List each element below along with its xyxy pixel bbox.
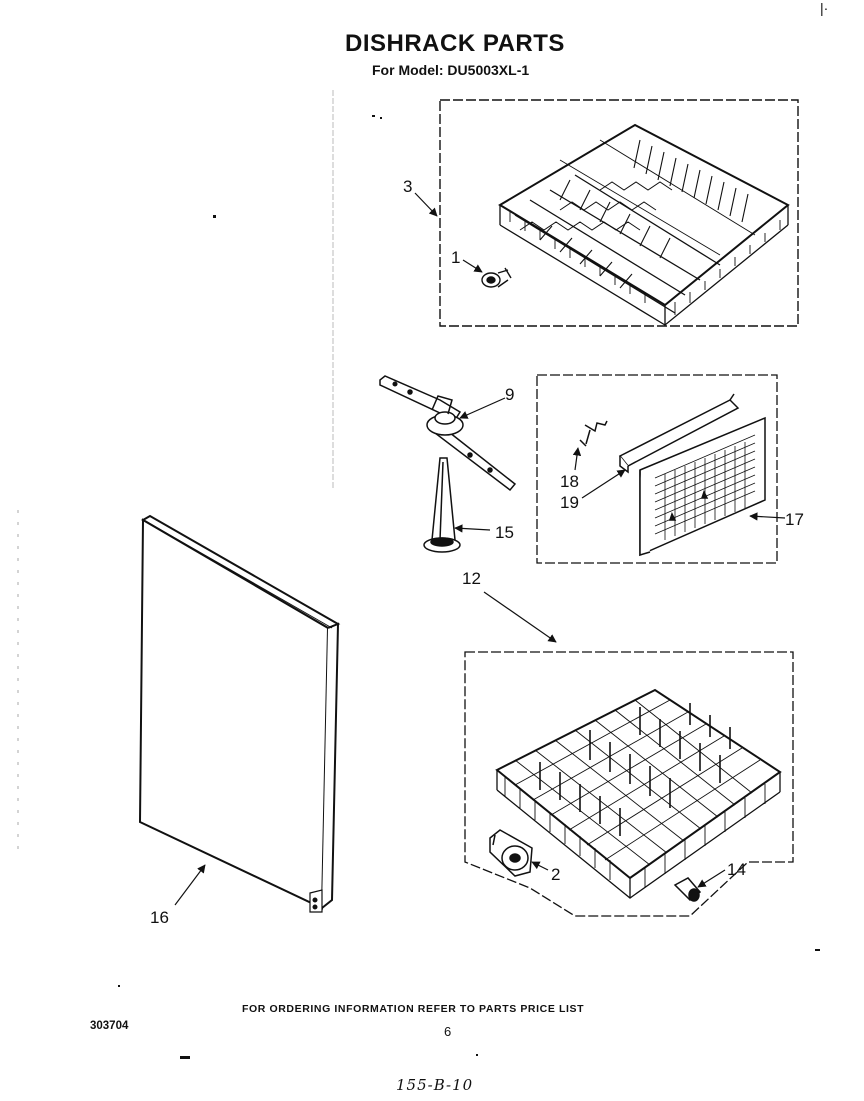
leader-12	[483, 591, 557, 643]
part-19-strip	[618, 393, 740, 474]
callout-1: 1	[451, 248, 460, 267]
leader-19	[581, 469, 626, 499]
spray-arm-illustration	[379, 375, 517, 492]
ordering-note: FOR ORDERING INFORMATION REFER TO PARTS …	[242, 1003, 585, 1015]
callout-19: 19	[560, 493, 579, 512]
part-1-roller	[481, 267, 512, 288]
model-subtitle: For Model: DU5003XL-1	[372, 62, 530, 78]
callout-14: 14	[727, 860, 746, 879]
corner-mark: |·	[820, 0, 829, 16]
leader-14	[697, 869, 726, 888]
spray-tube-illustration	[423, 457, 461, 553]
leader-2	[531, 861, 549, 871]
handwritten-note: 155-B-10	[396, 1076, 474, 1094]
callout-16: 16	[150, 908, 169, 927]
scan-specks	[118, 115, 820, 1059]
part-2-wheel	[489, 829, 533, 877]
upper-rack-box	[439, 99, 799, 327]
leader-16	[174, 864, 206, 906]
callout-2: 2	[551, 865, 560, 884]
upper-rack-illustration	[498, 123, 790, 326]
callout-18: 18	[560, 472, 579, 491]
lower-rack-box	[464, 651, 794, 917]
page-number: 6	[444, 1024, 452, 1039]
callout-17: 17	[785, 510, 804, 529]
door-panel-illustration	[138, 514, 341, 913]
leader-1	[462, 259, 483, 273]
leader-9	[459, 397, 506, 419]
leader-17	[749, 512, 786, 521]
part-17-filter	[639, 416, 766, 557]
callout-12: 12	[462, 569, 481, 588]
callout-15: 15	[495, 523, 514, 542]
callout-9: 9	[505, 385, 514, 404]
leader-18	[572, 447, 582, 471]
callout-3: 3	[403, 177, 412, 196]
page-title: DISHRACK PARTS	[345, 30, 565, 57]
part-14-cap	[673, 877, 702, 902]
leader-3	[414, 192, 438, 217]
filter-box	[536, 374, 778, 564]
document-number: 303704	[90, 1020, 129, 1032]
part-18-clip	[579, 420, 608, 447]
lower-rack-illustration	[495, 688, 782, 899]
leader-15	[454, 524, 491, 533]
